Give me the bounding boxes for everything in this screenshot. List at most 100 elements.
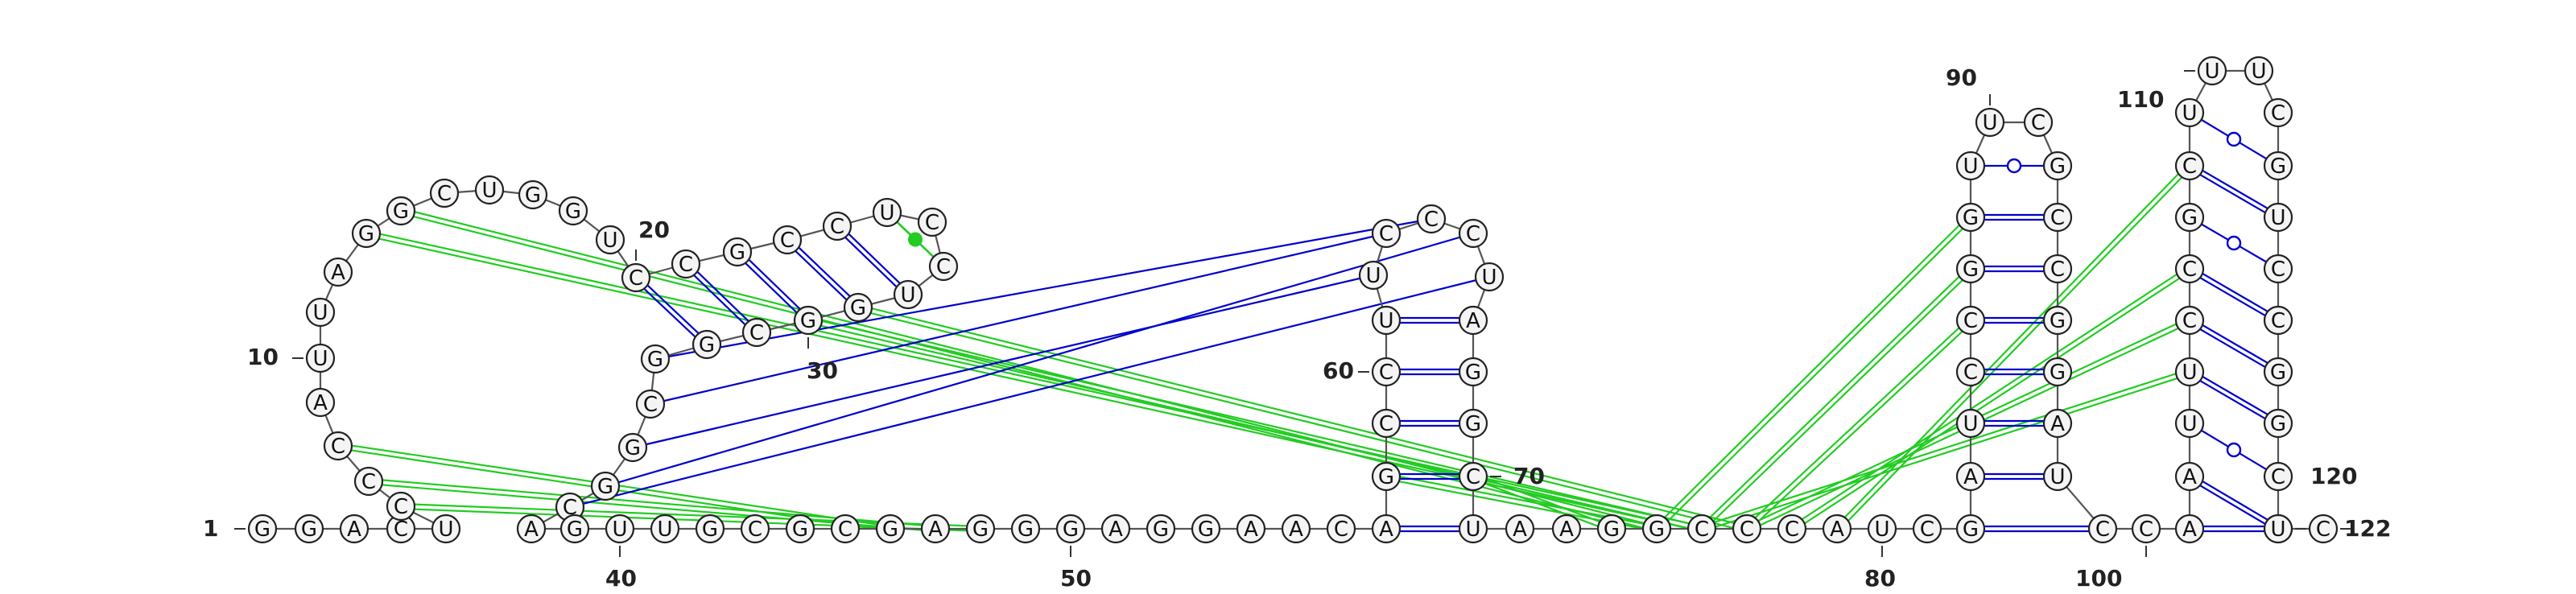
nucleotide-circle [1867, 514, 1897, 544]
nucleotide: G [2042, 357, 2073, 387]
nucleotide: C [1416, 204, 1447, 234]
nucleotide: G [1458, 408, 1488, 439]
nucleotide: U [2244, 56, 2274, 86]
nucleotide-letter: A [1108, 518, 1123, 542]
nucleotide: C [1732, 514, 1762, 544]
nucleotide-circle [1955, 408, 1986, 439]
nucleotide-letter: U [481, 179, 497, 203]
num-label-80: 80 [1864, 565, 1896, 592]
base-pair-line [785, 237, 861, 310]
nucleotide-letter: C [2050, 206, 2065, 230]
nucleotide-letter: U [602, 229, 617, 253]
nucleotide-circle [2174, 514, 2205, 544]
nucleotide-letter: C [394, 495, 408, 519]
pseudoknot-pair-line [1700, 369, 2191, 532]
crossing-pair-line [569, 275, 1490, 509]
nucleotide: G [695, 514, 725, 544]
nucleotide-letter: G [800, 309, 816, 333]
nucleotide: G [843, 292, 873, 323]
nucleotide-letter: C [563, 496, 577, 520]
nucleotide-circle [474, 175, 505, 205]
nucleotide-circle [928, 251, 959, 282]
nucleotide-letter: A [1513, 518, 1527, 542]
base-pair-line [2190, 525, 2278, 533]
nucleotide-circle [2263, 151, 2293, 181]
nucleotide: G [2174, 202, 2205, 233]
nucleotide: C [1686, 514, 1717, 544]
nucleotide-circle [353, 466, 384, 497]
nucleotide-letter: C [2182, 155, 2197, 179]
base-pair-line [2187, 369, 2281, 427]
nucleotide: C [1371, 357, 1402, 387]
nucleotide-letter: C [1920, 518, 1934, 542]
nucleotide: A [1505, 514, 1535, 544]
nucleotide-circle [1010, 514, 1041, 544]
base-pair-line [1971, 265, 2058, 273]
base-pair-line [1971, 316, 2058, 324]
nucleotide-letter: U [2050, 465, 2065, 489]
base-pair-line [683, 262, 759, 335]
nucleotide: C [740, 514, 770, 544]
nucleotide-letter: C [1740, 518, 1754, 542]
nucleotide: C [555, 492, 585, 522]
nucleotide-letter: C [643, 393, 658, 417]
nucleotide-circle [1146, 514, 1176, 544]
nucleotide-letter: C [830, 215, 844, 239]
nucleotide: C [2263, 97, 2293, 128]
nucleotide-circle [1641, 514, 1672, 544]
nucleotide-circle [1458, 357, 1488, 387]
nucleotide-letter: G [2182, 206, 2198, 230]
num-label-1: 1 [203, 515, 218, 542]
nucleotide-letter: G [1963, 518, 1979, 542]
nucleotide-letter: G [393, 200, 409, 224]
nucleotide-circle [635, 389, 666, 419]
nucleotide-letter: C [361, 470, 376, 494]
noncanonical-pair-line [2189, 217, 2279, 270]
nucleotide-circle [305, 387, 336, 418]
num-label-90: 90 [1946, 64, 1977, 91]
pseudoknot-pair-line [857, 304, 1748, 532]
nucleotide-circle [431, 514, 461, 544]
noncanonical-pair-line [2189, 112, 2279, 167]
nucleotide: A [516, 514, 547, 544]
num-label-40: 40 [605, 565, 637, 592]
nucleotide-letter: G [850, 296, 866, 320]
nucleotide: A [1822, 514, 1852, 544]
nucleotide-circle [650, 514, 680, 544]
nucleotide: C [1955, 357, 1986, 387]
base-pair-line [735, 250, 811, 323]
nucleotide: G [617, 432, 648, 463]
nucleotide-circle [917, 207, 947, 237]
nucleotide-letter: G [2270, 155, 2286, 179]
num-label-120: 120 [2310, 463, 2357, 489]
nucleotide: A [1236, 514, 1266, 544]
nucleotide-letter: C [2271, 309, 2285, 333]
nucleotide: C [386, 491, 416, 522]
nucleotide-circle [2308, 514, 2339, 544]
nucleotide: U [2174, 408, 2205, 439]
nucleotide-letter: A [347, 518, 361, 542]
nucleotide: U [595, 225, 625, 255]
base-pair-line [1971, 368, 2058, 376]
nucleotide-letter: C [437, 182, 452, 206]
nucleotide-circle [1055, 514, 1086, 544]
pseudoknot-pair-line [1790, 266, 2192, 532]
nucleotide-letter: C [749, 321, 764, 345]
nucleotide-circle [843, 292, 873, 323]
nucleotide-letter: U [2182, 412, 2197, 436]
nucleotide: C [1458, 218, 1488, 249]
nucleotide-letter: U [1481, 266, 1496, 290]
nucleotide: G [590, 471, 621, 501]
nucleotide-circle [605, 514, 635, 544]
nucleotide: C [822, 211, 852, 241]
nucleotide-circle [2042, 254, 2073, 284]
base-pair-line [1386, 419, 1473, 427]
nucleotide-circle [559, 514, 590, 544]
nucleotide-circle [1281, 514, 1311, 544]
nucleotide: G [965, 514, 996, 544]
nucleotide: A [323, 257, 353, 287]
numbering-labels: 1 10 20 30 40 50 60 70 80 90 100 110 120… [203, 64, 2391, 592]
nucleotide: G [1596, 514, 1627, 544]
base-pair-line [1971, 525, 2103, 533]
nucleotide: U [305, 343, 336, 373]
